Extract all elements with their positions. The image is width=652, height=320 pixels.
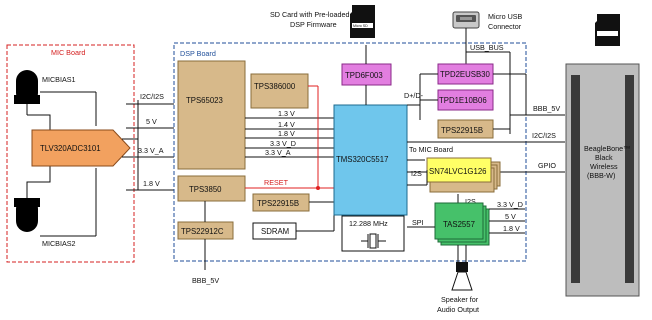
micbias2-label: MICBIAS2	[42, 239, 76, 248]
microphone-2-icon	[14, 198, 40, 232]
i2c-i2s-right-label: I2C/I2S	[532, 131, 556, 140]
tps65023-label: TPS65023	[186, 96, 223, 105]
tms320c5517-label: TMS320C5517	[336, 155, 388, 164]
sn74lvc1g126-stack	[426, 157, 501, 193]
tps3850-label: TPS3850	[189, 185, 222, 194]
v33a-left-label: 3.3 V_A	[138, 146, 164, 155]
sd-card-label-line1: SD Card with Pre-loaded	[270, 10, 350, 19]
speaker-icon	[451, 262, 473, 291]
tas2557-stack	[434, 202, 490, 246]
tpd2eusb30-label: TPD2EUSB30	[440, 70, 490, 79]
tps22912c-label: TPS22912C	[181, 227, 224, 236]
micro-usb-label-line1: Micro USB	[488, 12, 523, 21]
bbb-line2: Black	[595, 153, 613, 162]
to-mic-board-label: To MIC Board	[409, 145, 453, 154]
bbb-line4: (BBB-W)	[587, 171, 615, 180]
sn74lvc1g126-label: SN74LVC1G126	[429, 167, 487, 176]
tas2557-block	[434, 202, 484, 240]
i2c-i2s-left-label: I2C/I2S	[140, 92, 164, 101]
sd-card-label-line2: DSP Firmware	[290, 20, 337, 29]
speaker-label-line1: Speaker for	[441, 295, 479, 304]
mic-board-border	[6, 44, 135, 263]
dsp-board-border	[173, 42, 527, 262]
bbb-line1: BeagleBone™	[584, 144, 630, 153]
usb-bus-label: USB_BUS	[470, 43, 504, 52]
tps22915b-left-label: TPS22915B	[257, 199, 299, 208]
rail-3v3d-label: 3.3 V_D	[270, 139, 296, 148]
sdram-label: SDRAM	[261, 227, 289, 236]
gpio-label: GPIO	[538, 161, 556, 170]
tpd1e10b06-label: TPD1E10B06	[439, 96, 487, 105]
micro-sd-card-icon: Micro SD	[350, 5, 375, 38]
bbb-5v-right-label: BBB_5V	[533, 104, 560, 113]
rail-1v4-label: 1.4 V	[278, 120, 295, 129]
bbb-line3: Wireless	[590, 162, 618, 171]
tps22915b-right-label: TPS22915B	[441, 126, 483, 135]
micro-usb-label-line2: Connector	[488, 22, 522, 31]
tas-5v-label: 5 V	[505, 212, 516, 221]
crystal-symbol-icon	[361, 233, 386, 249]
mic-board-title: MIC Board	[51, 48, 85, 57]
tps3850-block	[177, 175, 246, 202]
micro-sd-text: Micro SD	[353, 24, 368, 28]
i2s-label-b: I2S	[465, 197, 476, 206]
tps65023-block	[177, 60, 246, 170]
rail-3v3a-label: 3.3 V_A	[265, 148, 291, 157]
v18-left-label: 1.8 V	[143, 179, 160, 188]
tms320c5517-block	[333, 104, 408, 216]
tas-1v8-label: 1.8 V	[503, 224, 520, 233]
spi-label: SPI	[412, 218, 424, 227]
i2s-label-a: I2S	[411, 169, 422, 178]
tas2557-label: TAS2557	[443, 220, 475, 229]
micro-usb-connector-icon	[452, 11, 480, 29]
dplus-dminus-label: D+/D-	[404, 91, 424, 100]
beaglebone-sd-card-icon	[595, 14, 620, 46]
crystal-label: 12.288 MHz	[349, 219, 388, 228]
micbias1-label: MICBIAS1	[42, 75, 76, 84]
speaker-label-line2: Audio Output	[437, 305, 479, 314]
tps386000-block	[250, 73, 309, 109]
tpd6f003-label: TPD6F003	[345, 71, 383, 80]
reset-label: RESET	[264, 178, 289, 187]
beaglebone-board	[565, 63, 640, 297]
rail-1v3-label: 1.3 V	[278, 109, 295, 118]
codec-tlv320adc3101	[31, 129, 131, 167]
tps386000-label: TPS386000	[254, 82, 296, 91]
codec-label: TLV320ADC3101	[40, 144, 101, 153]
tas-3v3d-label: 3.3 V_D	[497, 200, 523, 209]
rail-1v8-label: 1.8 V	[278, 129, 295, 138]
reset-signal	[245, 85, 334, 190]
v5-left-label: 5 V	[146, 117, 157, 126]
dsp-board-title: DSP Board	[180, 49, 216, 58]
bbb-5v-bottom-label: BBB_5V	[192, 276, 219, 285]
microphone-1-icon	[14, 70, 40, 104]
